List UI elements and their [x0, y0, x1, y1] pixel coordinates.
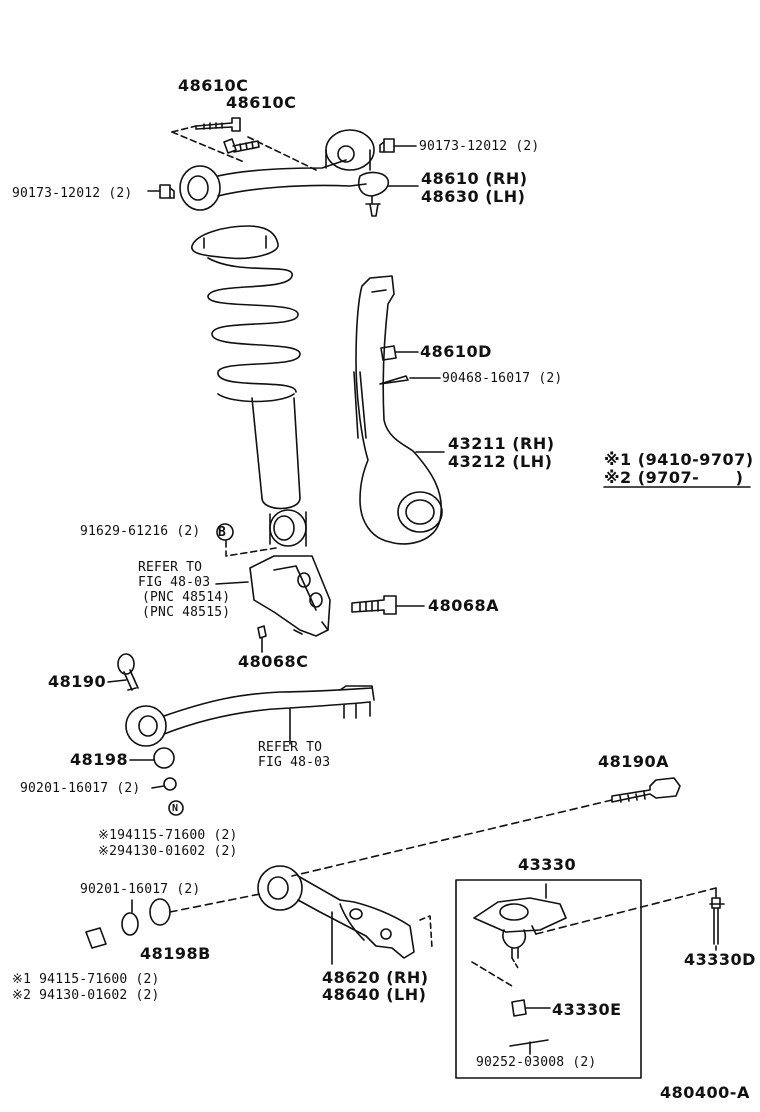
label-48610c-b: 48610C	[226, 93, 297, 112]
label-48198b: 48198B	[140, 944, 211, 963]
label-refer-1a: REFER TO	[138, 560, 203, 575]
note-2: ※2 (9707- )	[604, 468, 744, 487]
label-refer-1c: (PNC 48514)	[142, 590, 231, 605]
washer-91629	[216, 523, 234, 541]
n-mark: N	[172, 803, 179, 814]
bolt-48190a	[611, 777, 681, 803]
label-48610d: 48610D	[420, 342, 492, 361]
bolt-43330d	[709, 897, 725, 945]
label-90252: 90252-03008 (2)	[476, 1055, 597, 1070]
cushion-48198b	[149, 898, 171, 926]
label-94115-b: ※1 94115-71600 (2)	[12, 972, 160, 987]
coil-spring-strut	[191, 225, 307, 547]
figure-id: 480400-A	[660, 1083, 750, 1102]
bolt-48610c-long	[195, 117, 241, 132]
note-1: ※1 (9410-9707)	[604, 450, 754, 469]
strut-rod	[125, 685, 375, 747]
steering-knuckle-43211	[353, 275, 443, 545]
nut-90173-right	[379, 138, 395, 153]
nut-94115	[85, 927, 107, 949]
strut-lower-bracket	[249, 555, 331, 637]
washer-90201-b	[121, 912, 139, 936]
label-refer-1d: (PNC 48515)	[142, 605, 231, 620]
upper-control-arm-48610	[179, 129, 390, 217]
label-90201-b: 90201-16017 (2)	[80, 882, 201, 897]
label-refer-2a: REFER TO	[258, 740, 323, 755]
label-91629: 91629-61216 (2)	[80, 524, 201, 539]
label-48610-rh: 48610 (RH)	[421, 169, 528, 188]
bolt-48610c-short	[223, 138, 260, 154]
label-43330d: 43330D	[684, 950, 756, 969]
nut-90173-left	[159, 184, 175, 199]
cushion-48198	[153, 747, 175, 769]
lower-control-arm-48620	[257, 865, 415, 965]
leader-48610c	[171, 131, 317, 171]
label-48630-lh: 48630 (LH)	[421, 187, 526, 206]
label-48640-lh: 48640 (LH)	[322, 985, 427, 1004]
label-90173-right: 90173-12012 (2)	[419, 139, 540, 154]
bushing-48610d	[380, 345, 397, 361]
label-48620-rh: 48620 (RH)	[322, 968, 429, 987]
label-90468: 90468-16017 (2)	[442, 371, 563, 386]
ball-joint-box	[455, 879, 642, 1079]
label-48190a: 48190A	[598, 752, 670, 771]
label-refer-2b: FIG 48-03	[258, 755, 331, 770]
pin-90252	[509, 1039, 549, 1047]
label-94130-a: ※294130-01602 (2)	[98, 844, 238, 859]
label-90173-left: 90173-12012 (2)	[12, 186, 133, 201]
label-94130-b: ※2 94130-01602 (2)	[12, 988, 160, 1003]
nut-48068c	[257, 625, 267, 639]
ball-joint-43330	[473, 883, 567, 959]
nut-43330e	[511, 999, 527, 1017]
label-90201-a: 90201-16017 (2)	[20, 781, 141, 796]
bolt-90468	[379, 375, 409, 385]
washer-90201-a	[163, 777, 177, 791]
label-48068c: 48068C	[238, 652, 309, 671]
label-43211-rh: 43211 (RH)	[448, 434, 555, 453]
label-43212-lh: 43212 (LH)	[448, 452, 553, 471]
label-48610c-a: 48610C	[178, 76, 249, 95]
bolt-48068a	[351, 595, 397, 615]
b-mark: B	[218, 525, 227, 540]
nut-n-mark	[168, 800, 184, 816]
label-48198: 48198	[70, 750, 129, 769]
label-48190: 48190	[48, 672, 107, 691]
label-48068a: 48068A	[428, 596, 500, 615]
bolt-48190	[117, 653, 139, 691]
label-refer-1b: FIG 48-03	[138, 575, 211, 590]
label-43330e: 43330E	[552, 1000, 622, 1019]
label-94115-a: ※194115-71600 (2)	[98, 828, 238, 843]
label-43330: 43330	[518, 855, 577, 874]
